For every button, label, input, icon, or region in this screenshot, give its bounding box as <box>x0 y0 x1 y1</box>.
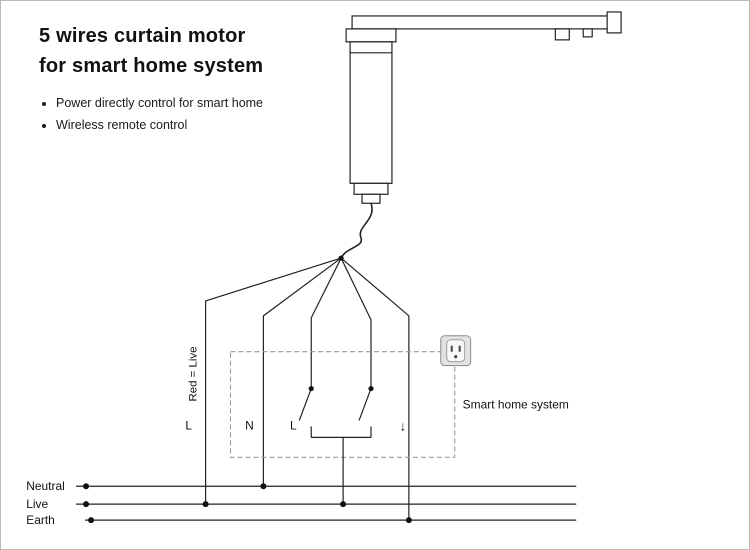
earth-arrow-icon: ↓ <box>400 418 406 433</box>
wire-earth <box>340 257 410 521</box>
title-line-2: for smart home system <box>39 55 264 77</box>
switch-1 <box>298 388 312 438</box>
live-tap-dot <box>202 501 209 508</box>
switch-2-lever <box>358 388 372 421</box>
feature-list: Power directly control for smart home Wi… <box>41 96 263 132</box>
motor-head <box>345 28 397 43</box>
switch-2-dot <box>368 385 374 392</box>
rail-bracket-2 <box>582 28 593 38</box>
switch-common-wire <box>311 436 372 505</box>
rail-bracket-1 <box>554 28 570 41</box>
live-bus-label: Live <box>26 497 48 511</box>
feature-item-2: Wireless remote control <box>56 118 263 132</box>
wire-neutral <box>262 257 342 487</box>
page-title: 5 wires curtain motor for smart home sys… <box>39 21 263 81</box>
switch-1-lever <box>298 388 312 421</box>
switch-2 <box>358 388 372 438</box>
neutral-bus-label: Neutral <box>26 479 64 493</box>
rail-end-cap <box>606 11 622 34</box>
switch-live-tap-dot <box>340 501 347 508</box>
motor-bottom-cap <box>353 182 389 195</box>
motor-body <box>349 41 393 184</box>
switch-1-dot <box>308 385 314 392</box>
wire-fan <box>205 257 410 521</box>
cable-junction-dot <box>338 255 344 261</box>
header: 5 wires curtain motor for smart home sys… <box>39 21 263 140</box>
smart-home-system-label: Smart home system <box>463 398 569 412</box>
rail-bar <box>351 15 610 30</box>
neutral-tap-dot <box>260 483 267 490</box>
connection-dots <box>83 255 412 524</box>
supply-bus-lines <box>76 485 577 521</box>
terminal-label-neutral: N <box>245 418 254 432</box>
earth-bus-start-dot <box>88 517 95 524</box>
wire-control-2 <box>340 257 372 389</box>
power-socket-icon <box>440 335 472 367</box>
curtain-motor <box>345 28 397 204</box>
neutral-bus-start-dot <box>83 483 90 490</box>
earth-tap-dot <box>405 517 412 524</box>
motor-cable-gland <box>361 193 381 204</box>
title-line-1: 5 wires curtain motor <box>39 25 246 47</box>
wire-control-1 <box>310 257 342 389</box>
wire-color-label: Red = Live <box>188 347 200 402</box>
curtain-rail <box>351 11 622 41</box>
earth-bus-label: Earth <box>26 513 55 527</box>
feature-item-1: Power directly control for smart home <box>56 96 263 110</box>
terminal-label-switch-live: L <box>290 418 297 432</box>
motor-cable <box>340 202 373 259</box>
live-bus-start-dot <box>83 501 90 508</box>
wire-live <box>205 257 342 505</box>
terminal-label-live: L <box>185 418 192 432</box>
